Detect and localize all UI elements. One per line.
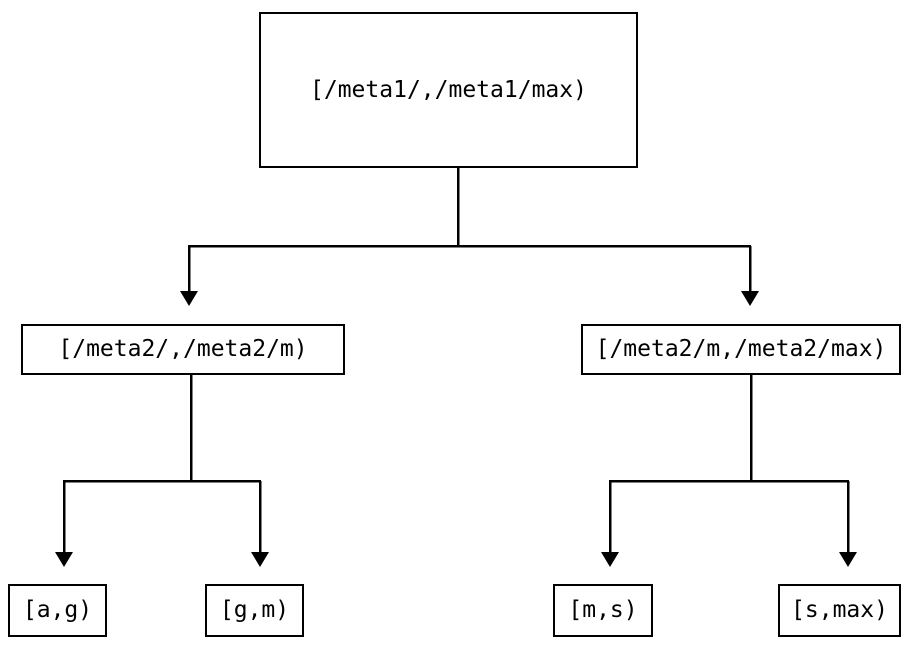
node-mid-left-label: [/meta2/,/meta2/m) [58,336,308,362]
node-leaf-1[interactable]: [a,g) [8,584,107,637]
node-leaf-2-label: [g,m) [219,597,290,623]
node-leaf-3-label: [m,s) [568,597,638,623]
arrow-to-leaf-4-icon [839,552,857,567]
arrow-to-leaf-3-icon [601,552,619,567]
arrow-to-leaf-2-icon [251,552,269,567]
node-mid-right-label: [/meta2/m,/meta2/max) [595,336,887,362]
node-leaf-1-label: [a,g) [22,597,93,623]
node-leaf-2[interactable]: [g,m) [205,584,304,637]
node-mid-right[interactable]: [/meta2/m,/meta2/max) [581,324,901,375]
node-leaf-3[interactable]: [m,s) [553,584,653,637]
node-leaf-4[interactable]: [s,max) [778,584,901,637]
node-leaf-4-label: [s,max) [791,597,888,623]
node-root-label: [/meta1/,/meta1/max) [310,76,587,103]
arrow-to-mid-right-icon [741,291,759,306]
arrow-to-leaf-1-icon [55,552,73,567]
node-root[interactable]: [/meta1/,/meta1/max) [259,12,638,168]
node-mid-left[interactable]: [/meta2/,/meta2/m) [21,324,345,375]
arrow-to-mid-left-icon [180,291,198,306]
